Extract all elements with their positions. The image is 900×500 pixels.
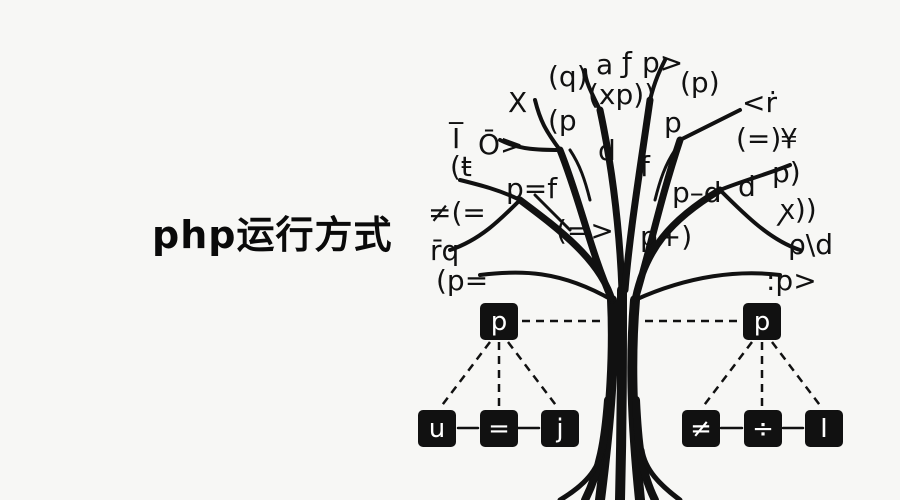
tree-symbol: ꭗ)) (780, 193, 817, 226)
node-right: p (743, 303, 781, 340)
tree-symbol: p> (642, 46, 684, 79)
tree-symbol: (xp)) (588, 78, 656, 111)
tree-symbol: a (596, 48, 614, 81)
tree-symbol: (q) (548, 60, 588, 93)
tree-symbol: d (598, 134, 616, 167)
leaf: ≠ (682, 410, 720, 447)
leaf: ÷ (744, 410, 782, 447)
tree-symbol: X (508, 86, 528, 119)
tree-symbol: p) (772, 156, 801, 189)
tree-symbol: r̄q (430, 234, 460, 267)
tree-symbol: (p= (436, 264, 489, 297)
tree-symbol: (p (548, 104, 577, 137)
tree-symbol: f (640, 150, 650, 183)
tree-symbol: :p> (766, 264, 817, 297)
tree-symbol: (ŧ (450, 150, 472, 183)
tree-symbol: (=) (736, 122, 782, 155)
tree-symbol: (=> (556, 214, 614, 247)
tree-symbol: ρ\d (788, 228, 833, 261)
tree-symbol: Ō> (478, 128, 524, 161)
leaf: I (805, 410, 843, 447)
tree-symbol: p–d (672, 176, 722, 209)
tree-symbol: ƒ (622, 46, 632, 79)
tree-symbol: ¥ (780, 122, 798, 155)
page-title: php运行方式 (152, 213, 393, 257)
tree-symbol: (p) (680, 66, 720, 99)
tree-symbol: <ṙ (742, 86, 777, 119)
node-left: p (480, 303, 518, 340)
tree-symbol: p+) (640, 220, 693, 253)
tree-symbol: ≠(= (428, 196, 486, 229)
leaf: j (541, 410, 579, 447)
leaf: = (480, 410, 518, 447)
tree-symbol: p (664, 106, 682, 139)
leaf: u (418, 410, 456, 447)
tree-symbol: d (738, 170, 756, 203)
tree-symbol: I̅ (452, 122, 461, 155)
tree-symbol: p=f (506, 172, 558, 205)
